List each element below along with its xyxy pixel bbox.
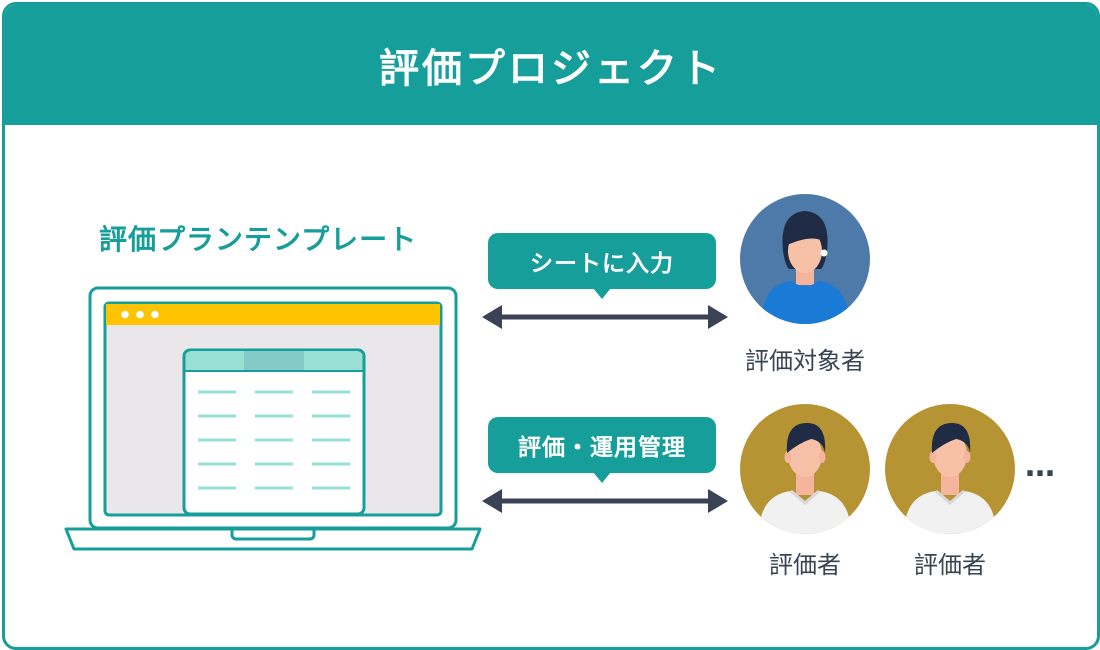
- flow-label-text: シートに入力: [530, 251, 674, 277]
- flow-label-evaluation-management: 評価・運用管理: [488, 417, 716, 483]
- flow-label-sheet-input: シートに入力: [488, 233, 716, 299]
- window-dot-icon: [151, 310, 159, 319]
- laptop-illustration: [64, 286, 482, 551]
- bidirectional-arrow-icon: [482, 305, 728, 329]
- window-dot-icon: [136, 310, 144, 319]
- bidirectional-arrow-icon: [482, 489, 728, 513]
- evaluator-avatar-icon: [740, 404, 870, 534]
- sheet-header-selected: [244, 351, 304, 371]
- window-dot-icon: [121, 310, 129, 319]
- sheet-rows: [198, 390, 350, 490]
- evaluatee-label: 評価対象者: [745, 347, 865, 375]
- evaluator-label: 評価者: [769, 551, 841, 579]
- evaluator-avatar-icon: [885, 404, 1015, 534]
- template-title: 評価プランテンプレート: [99, 223, 418, 256]
- window-titlebar: [106, 304, 440, 325]
- evaluatee-avatar-icon: [740, 194, 870, 324]
- evaluator-label: 評価者: [914, 551, 986, 579]
- laptop-notch: [230, 527, 316, 541]
- flow-label-text: 評価・運用管理: [518, 435, 686, 461]
- page-title: 評価プロジェクト: [5, 5, 1097, 125]
- more-evaluators-ellipsis: …: [1025, 449, 1057, 484]
